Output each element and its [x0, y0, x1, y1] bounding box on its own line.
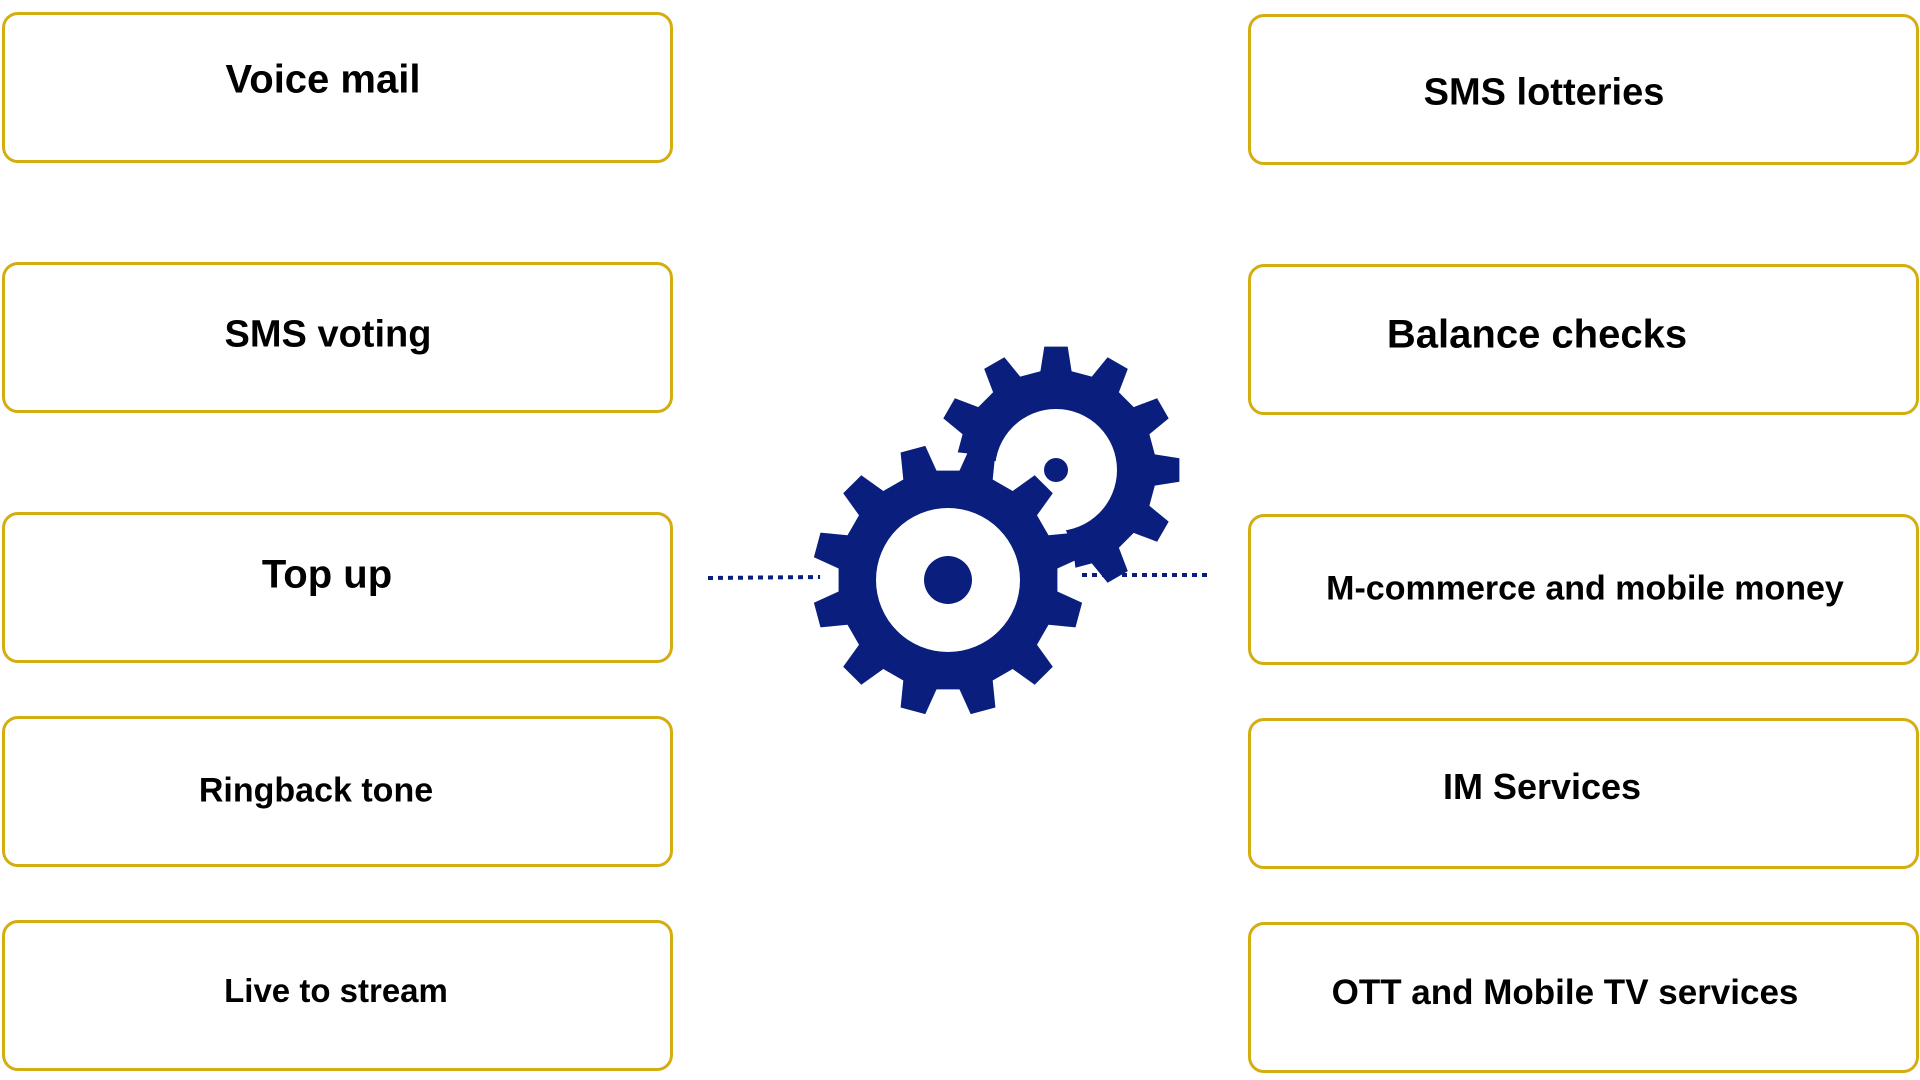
right-box-im-services: IM Services: [1248, 718, 1919, 869]
right-box-sms-lotteries: SMS lotteries: [1248, 14, 1919, 165]
left-box-label: Voice mail: [225, 57, 421, 102]
gears-icon: [813, 346, 1180, 715]
left-box-sms-voting: SMS voting: [2, 262, 673, 413]
right-box-label: M-commerce and mobile money: [1326, 569, 1844, 608]
right-box-ott-mobile-tv: OTT and Mobile TV services: [1248, 922, 1919, 1073]
gear-hub: [924, 556, 972, 604]
right-box-label: OTT and Mobile TV services: [1331, 973, 1799, 1012]
left-box-live-to-stream: Live to stream: [2, 920, 673, 1071]
left-box-voice-mail: Voice mail: [2, 12, 673, 163]
left-box-label: Top up: [261, 552, 393, 597]
gear-hub: [1044, 458, 1068, 482]
left-box-label: SMS voting: [224, 313, 432, 356]
right-box-m-commerce: M-commerce and mobile money: [1248, 514, 1919, 665]
left-box-label: Ringback tone: [198, 771, 434, 810]
right-box-label: Balance checks: [1386, 312, 1688, 357]
left-box-ringback-tone: Ringback tone: [2, 716, 673, 867]
left-box-label: Live to stream: [224, 972, 448, 1009]
right-box-label: SMS lotteries: [1423, 71, 1665, 114]
left-box-top-up: Top up: [2, 512, 673, 663]
right-box-balance-checks: Balance checks: [1248, 264, 1919, 415]
large-gear-icon: [813, 445, 1083, 715]
right-box-label: IM Services: [1442, 766, 1642, 807]
